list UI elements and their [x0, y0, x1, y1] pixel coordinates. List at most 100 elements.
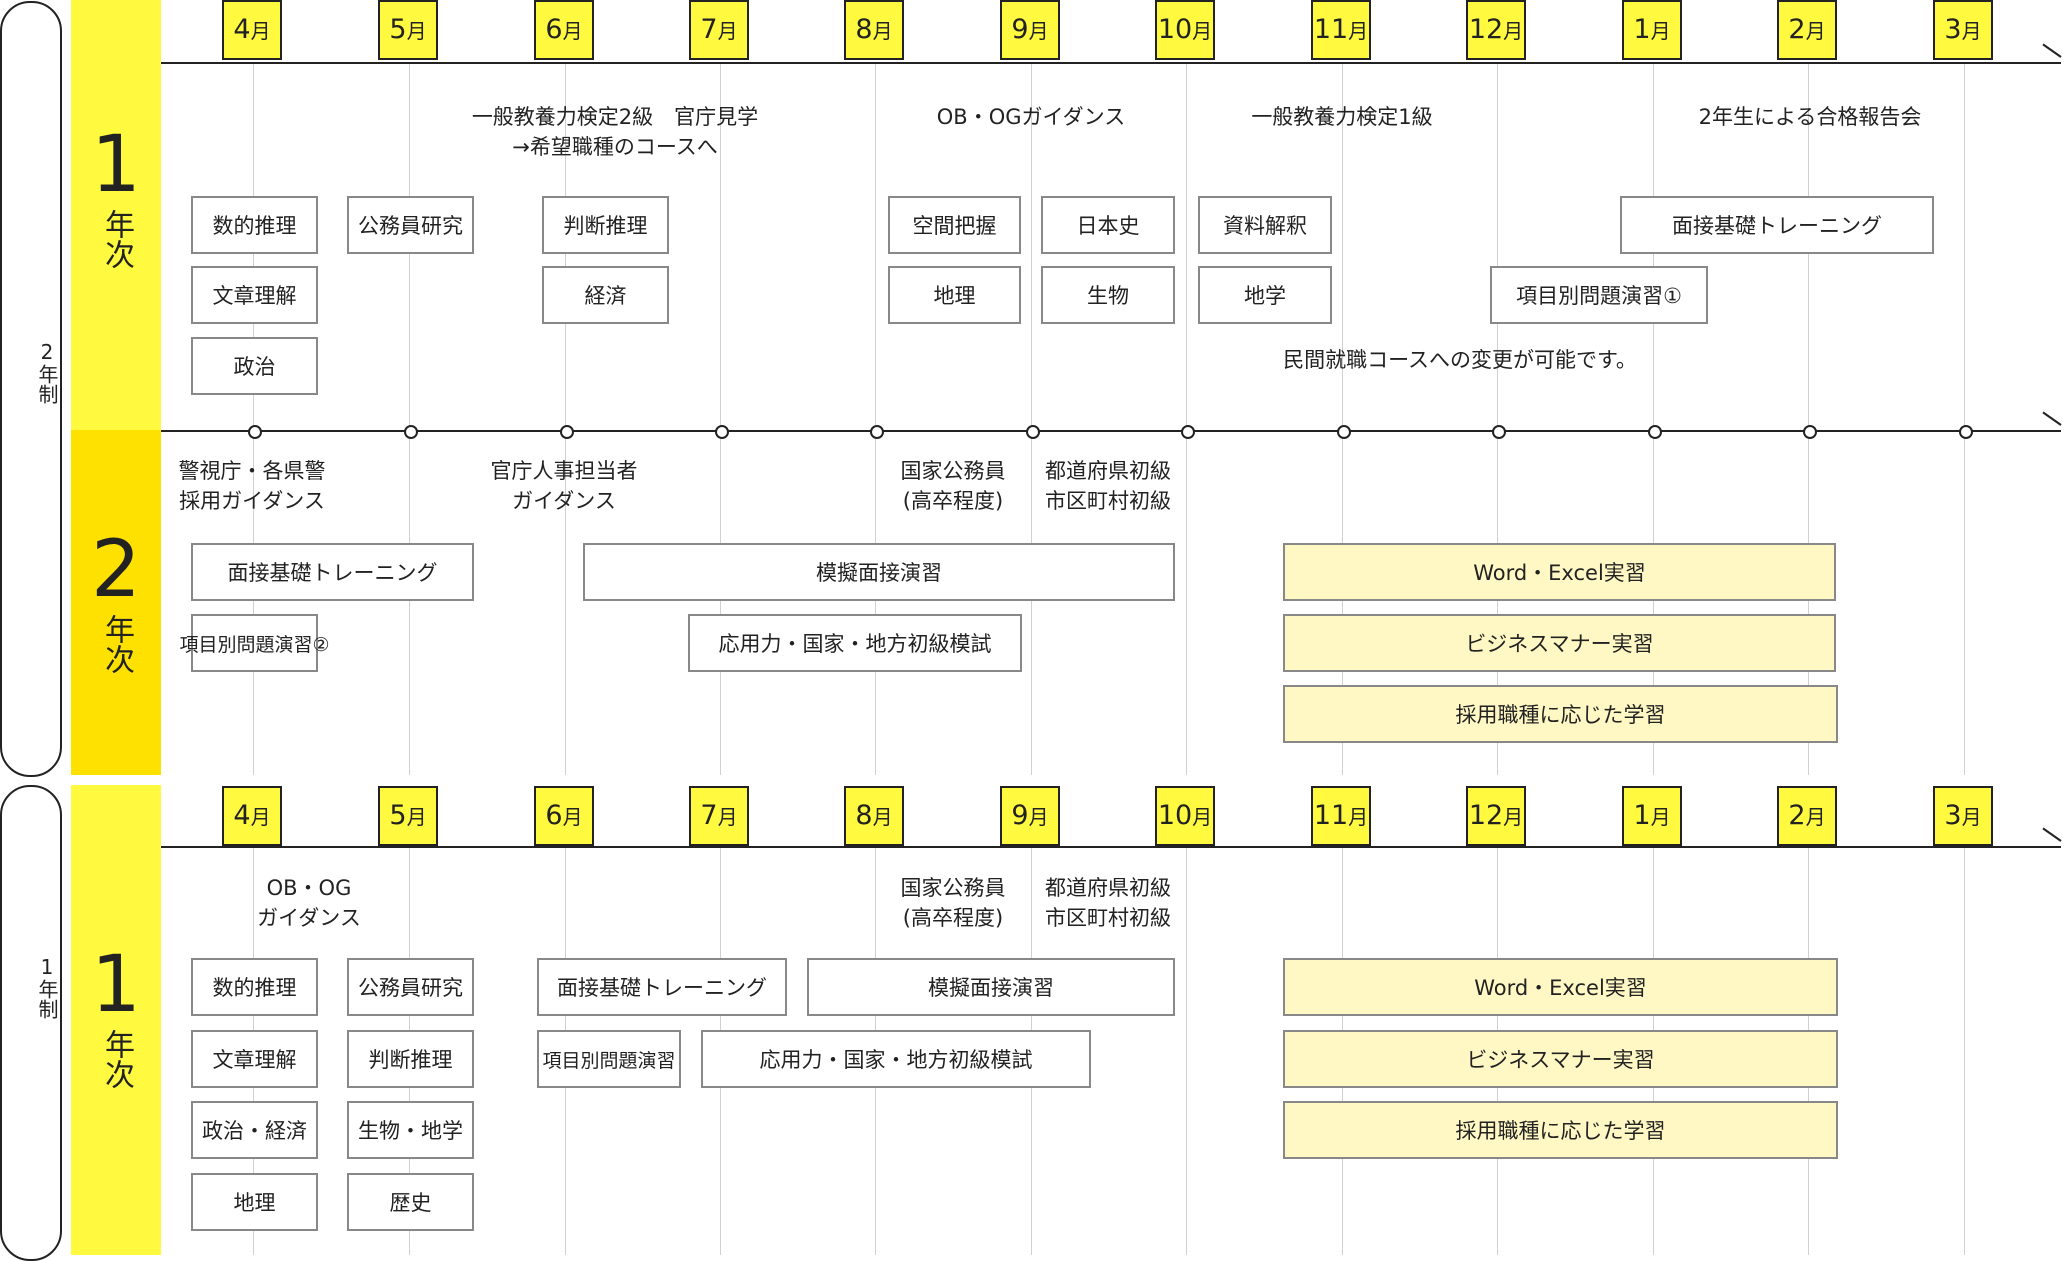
month-suffix: 月 — [1805, 19, 1826, 43]
grid-line — [875, 63, 876, 775]
timeline-axis — [161, 846, 2061, 848]
timeline-dot — [1026, 425, 1040, 439]
month-suffix: 月 — [406, 805, 427, 829]
note-2y2-police: 警視庁・各県警 採用ガイダンス — [178, 459, 326, 513]
month-label: 9月 — [1000, 786, 1060, 846]
subject-box: ビジネスマナー実習 — [1283, 1030, 1838, 1088]
timeline-dot — [560, 425, 574, 439]
grid-line — [1497, 63, 1498, 775]
subject-box: 面接基礎トレーニング — [537, 958, 787, 1016]
month-num: 5 — [389, 14, 407, 45]
timeline-axis — [161, 430, 2061, 432]
subject-box: 日本史 — [1041, 196, 1175, 254]
subject-box: 空間把握 — [888, 196, 1021, 254]
subject-box: 文章理解 — [191, 266, 318, 324]
sidebar-one-year — [0, 785, 62, 1261]
band-2y-year1 — [71, 0, 161, 430]
sidebar-one-year-label: 1年制 — [35, 955, 59, 1019]
month-suffix: 月 — [562, 19, 583, 43]
year-label-1y-1: 1 年次 — [71, 945, 161, 1089]
subject-box: 資料解釈 — [1198, 196, 1332, 254]
month-suffix: 月 — [250, 19, 271, 43]
timeline-arrow — [2042, 827, 2062, 842]
year-num: 1 — [91, 940, 141, 1030]
subject-box: 応用力・国家・地方初級模試 — [688, 614, 1022, 672]
grid-line — [1964, 63, 1965, 775]
subject-box: 項目別問題演習② — [179, 614, 330, 672]
month-label: 12月 — [1466, 0, 1526, 60]
month-suffix: 月 — [1503, 19, 1524, 43]
subject-box: 文章理解 — [191, 1030, 318, 1088]
month-label: 3月 — [1933, 0, 1993, 60]
subject-box: 数的推理 — [191, 196, 318, 254]
year-sub: 年次 — [99, 209, 134, 269]
month-num: 6 — [545, 14, 563, 45]
timeline-dot — [1492, 425, 1506, 439]
year-sub: 年次 — [99, 1029, 134, 1089]
note-1y-obog: OB・OG ガイダンス — [257, 876, 361, 930]
month-num: 4 — [233, 800, 251, 831]
subject-box: 判断推理 — [542, 196, 669, 254]
subject-box: ビジネスマナー実習 — [1283, 614, 1836, 672]
subject-box: 模擬面接演習 — [583, 543, 1175, 601]
timeline-arrow — [2042, 43, 2062, 58]
month-label: 10月 — [1155, 786, 1215, 846]
grid-line — [1653, 63, 1654, 775]
month-suffix: 月 — [1805, 805, 1826, 829]
timeline-dot — [1337, 425, 1351, 439]
subject-box: 判断推理 — [347, 1030, 474, 1088]
grid-line — [409, 63, 410, 775]
month-suffix: 月 — [717, 19, 738, 43]
grid-line — [1808, 63, 1809, 775]
month-suffix: 月 — [872, 19, 893, 43]
subject-box: 地学 — [1198, 266, 1332, 324]
subject-box: 公務員研究 — [347, 958, 474, 1016]
note-1y-kokka: 国家公務員 (高卒程度) — [900, 876, 1006, 930]
month-suffix: 月 — [1192, 19, 1213, 43]
grid-line — [1186, 848, 1187, 1255]
subject-box: 歴史 — [347, 1173, 474, 1231]
month-num: 5 — [389, 800, 407, 831]
month-num: 6 — [545, 800, 563, 831]
grid-line — [253, 63, 254, 775]
month-num: 1 — [1633, 14, 1651, 45]
month-label: 4月 — [222, 786, 282, 846]
sidebar-two-year — [0, 1, 62, 777]
month-suffix: 月 — [1348, 805, 1369, 829]
grid-line — [1186, 63, 1187, 775]
month-suffix: 月 — [562, 805, 583, 829]
year-label-2y-2: 2 年次 — [71, 530, 161, 674]
month-label: 2月 — [1777, 786, 1837, 846]
subject-box: 政治・経済 — [191, 1101, 318, 1159]
month-label: 5月 — [378, 0, 438, 60]
note-2y1-private: 民間就職コースへの変更が可能です。 — [1283, 348, 1637, 372]
month-label: 2月 — [1777, 0, 1837, 60]
month-num: 3 — [1944, 800, 1962, 831]
note-2y1-kentei2: 一般教養力検定2級 官庁見学 →希望職種のコースへ — [471, 105, 759, 159]
band-1y-year1 — [71, 785, 161, 1255]
month-num: 7 — [700, 800, 718, 831]
note-2y2-todofuken: 都道府県初級 市区町村初級 — [1045, 459, 1171, 513]
year-sub: 年次 — [99, 614, 134, 674]
grid-line — [1342, 63, 1343, 775]
month-num: 9 — [1011, 14, 1029, 45]
grid-line — [1031, 63, 1032, 775]
month-suffix: 月 — [1961, 19, 1982, 43]
timeline-dot — [870, 425, 884, 439]
subject-box: 地理 — [191, 1173, 318, 1231]
timeline-dot — [1181, 425, 1195, 439]
subject-box: 採用職種に応じた学習 — [1283, 1101, 1838, 1159]
grid-line — [565, 63, 566, 775]
month-num: 1 — [1633, 800, 1651, 831]
month-label: 6月 — [534, 0, 594, 60]
month-label: 10月 — [1155, 0, 1215, 60]
subject-box: 生物・地学 — [347, 1101, 474, 1159]
subject-box: 数的推理 — [191, 958, 318, 1016]
month-suffix: 月 — [406, 19, 427, 43]
month-label: 1月 — [1622, 786, 1682, 846]
note-2y2-kokka: 国家公務員 (高卒程度) — [900, 459, 1006, 513]
grid-line — [1964, 848, 1965, 1255]
month-suffix: 月 — [1961, 805, 1982, 829]
month-label: 8月 — [844, 786, 904, 846]
month-num: 9 — [1011, 800, 1029, 831]
